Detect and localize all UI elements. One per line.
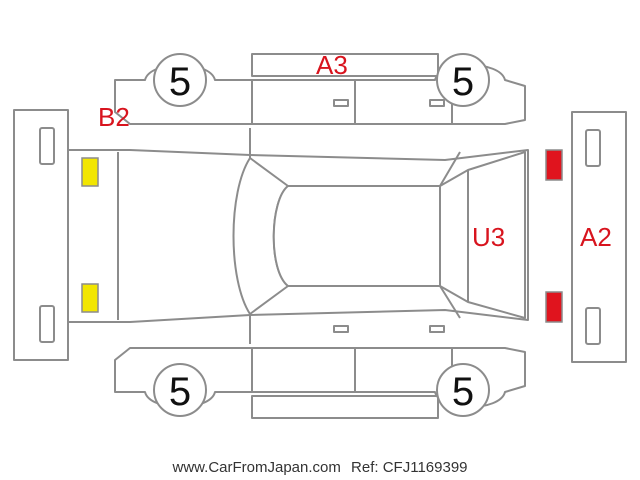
roof-strip-top: [251, 53, 439, 77]
headlight-left: [81, 157, 99, 187]
tire-circle-rear-right: [436, 363, 490, 417]
taillight-right: [545, 291, 563, 323]
damage-code-rear-glass: U3: [472, 222, 505, 252]
footer-ref: Ref: CFJ1169399: [351, 459, 467, 476]
footer-site: www.CarFromJapan.com: [171, 459, 340, 476]
taillight-left: [545, 149, 563, 181]
tire-score-front-left: 5: [169, 60, 191, 104]
headlight-right: [81, 283, 99, 313]
tire-score-rear-right: 5: [452, 370, 474, 414]
tire-score-rear-left: 5: [452, 60, 474, 104]
damage-code-roof: A3: [316, 50, 348, 80]
damage-code-rear-bumper: A2: [580, 222, 612, 252]
tire-score-front-right: 5: [169, 370, 191, 414]
tire-circle-rear-left: [436, 53, 490, 107]
rear-bumper: [571, 111, 627, 363]
tire-circle-front-right: [153, 363, 207, 417]
tire-circle-front-left: [153, 53, 207, 107]
roof-strip-bottom: [251, 395, 439, 419]
roof-panel: [272, 185, 441, 287]
front-bumper: [13, 109, 69, 361]
damage-code-front-left: B2: [98, 102, 130, 132]
footer-text: www.CarFromJapan.com Ref: CFJ1169399: [171, 459, 467, 476]
car-body-top-view: [67, 128, 529, 344]
